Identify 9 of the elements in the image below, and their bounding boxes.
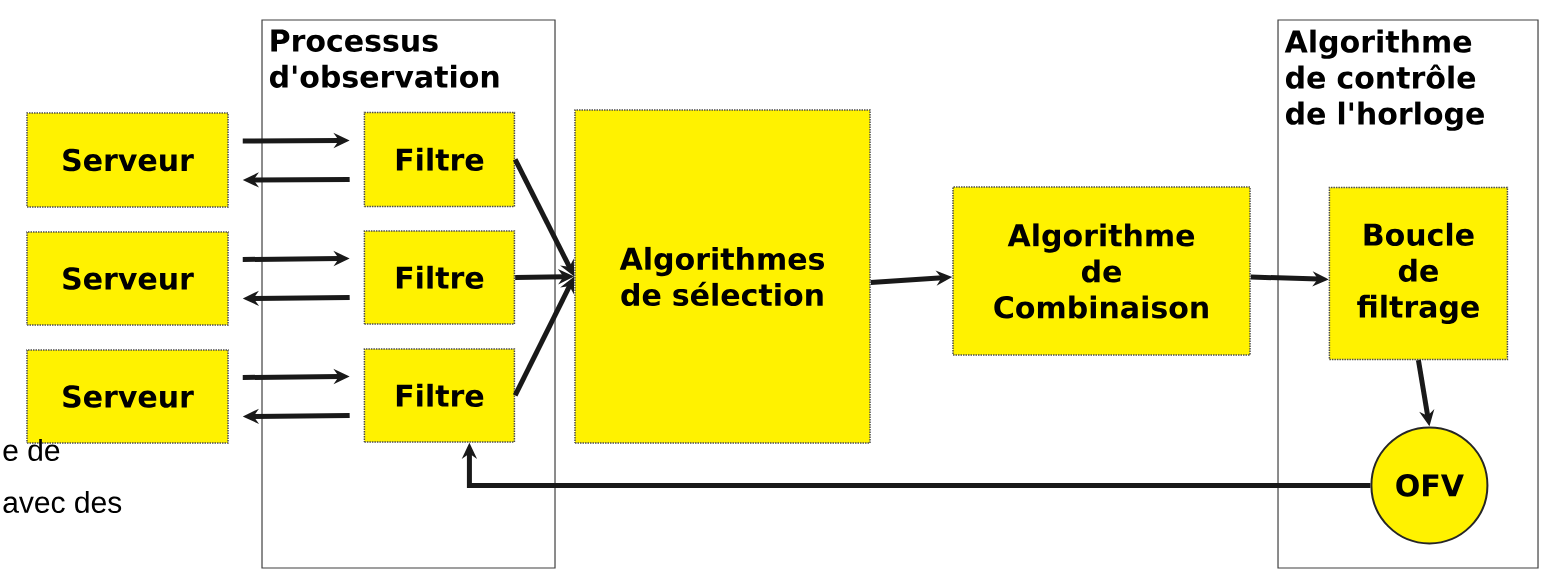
process-box: Algorithme de Combinaison [952, 186, 1251, 356]
process-box: Serveur [26, 112, 229, 208]
process-box: Boucle de filtrage [1328, 186, 1509, 361]
process-box: Filtre [363, 230, 516, 325]
process-box: Filtre [363, 348, 516, 443]
process-box: Algorithmes de sélection [574, 109, 871, 444]
process-box: Serveur [26, 231, 229, 326]
process-box: Filtre [363, 111, 516, 208]
text-fragment: avec des [3, 491, 122, 513]
